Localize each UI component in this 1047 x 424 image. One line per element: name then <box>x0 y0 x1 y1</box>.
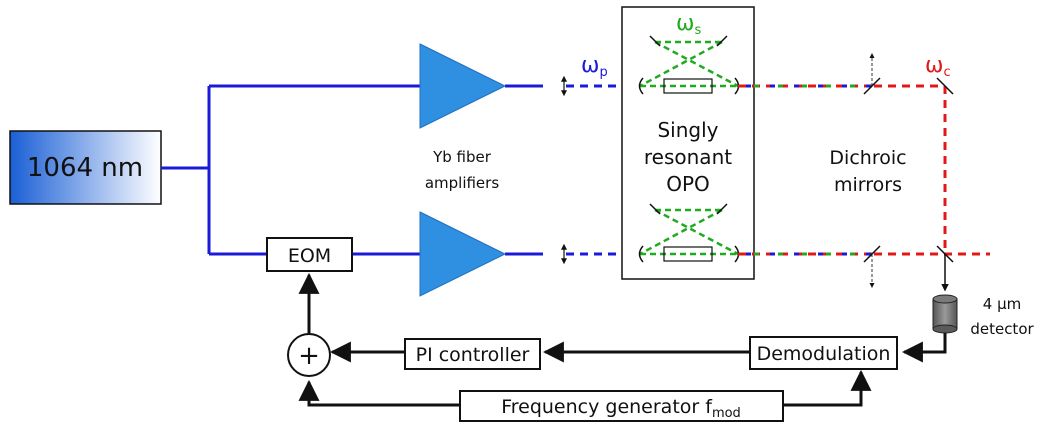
idler-label: ωc <box>925 53 951 80</box>
amplifier-label-2: amplifiers <box>425 174 500 192</box>
amplifier-bottom <box>419 211 507 297</box>
sum-node: + <box>287 333 331 377</box>
idler-beams <box>874 84 990 256</box>
eom-label: EOM <box>288 245 331 267</box>
signal-label: ωs <box>676 11 701 38</box>
fiber-lines <box>161 84 543 256</box>
mirrors-label-1: Dichroic <box>829 147 906 169</box>
detector-label-2: detector <box>970 320 1034 338</box>
demodulation-label: Demodulation <box>757 343 891 365</box>
opo-box: Singly resonant OPO <box>621 6 755 280</box>
mirrors-label-2: mirrors <box>834 174 902 196</box>
laser-label: 1064 nm <box>27 153 143 183</box>
pump-label: ωp <box>581 53 608 80</box>
laser-source: 1064 nm <box>9 130 162 205</box>
opo-label-2: resonant <box>644 145 732 169</box>
detector-label-1: 4 µm <box>983 295 1021 313</box>
frequency-generator-box: Frequency generator fmod <box>459 390 784 422</box>
pi-controller-box: PI controller <box>404 338 541 370</box>
amplifier-label-1: Yb fiber <box>432 148 492 166</box>
pi-controller-label: PI controller <box>416 344 530 366</box>
detector <box>932 294 958 334</box>
opo-label-1: Singly <box>657 118 718 142</box>
dichroic-mirrors <box>863 77 954 263</box>
mixed-beams <box>738 84 872 256</box>
sum-symbol: + <box>298 341 320 371</box>
opo-cavity-bottom <box>638 203 740 263</box>
pump-beams <box>566 84 622 256</box>
demodulation-box: Demodulation <box>749 336 898 370</box>
eom-box: EOM <box>266 237 353 272</box>
frequency-generator-label: Frequency generator fmod <box>501 396 741 421</box>
feedback-lines <box>298 272 947 407</box>
amplifier-top <box>419 43 507 129</box>
opo-label-3: OPO <box>666 172 710 196</box>
